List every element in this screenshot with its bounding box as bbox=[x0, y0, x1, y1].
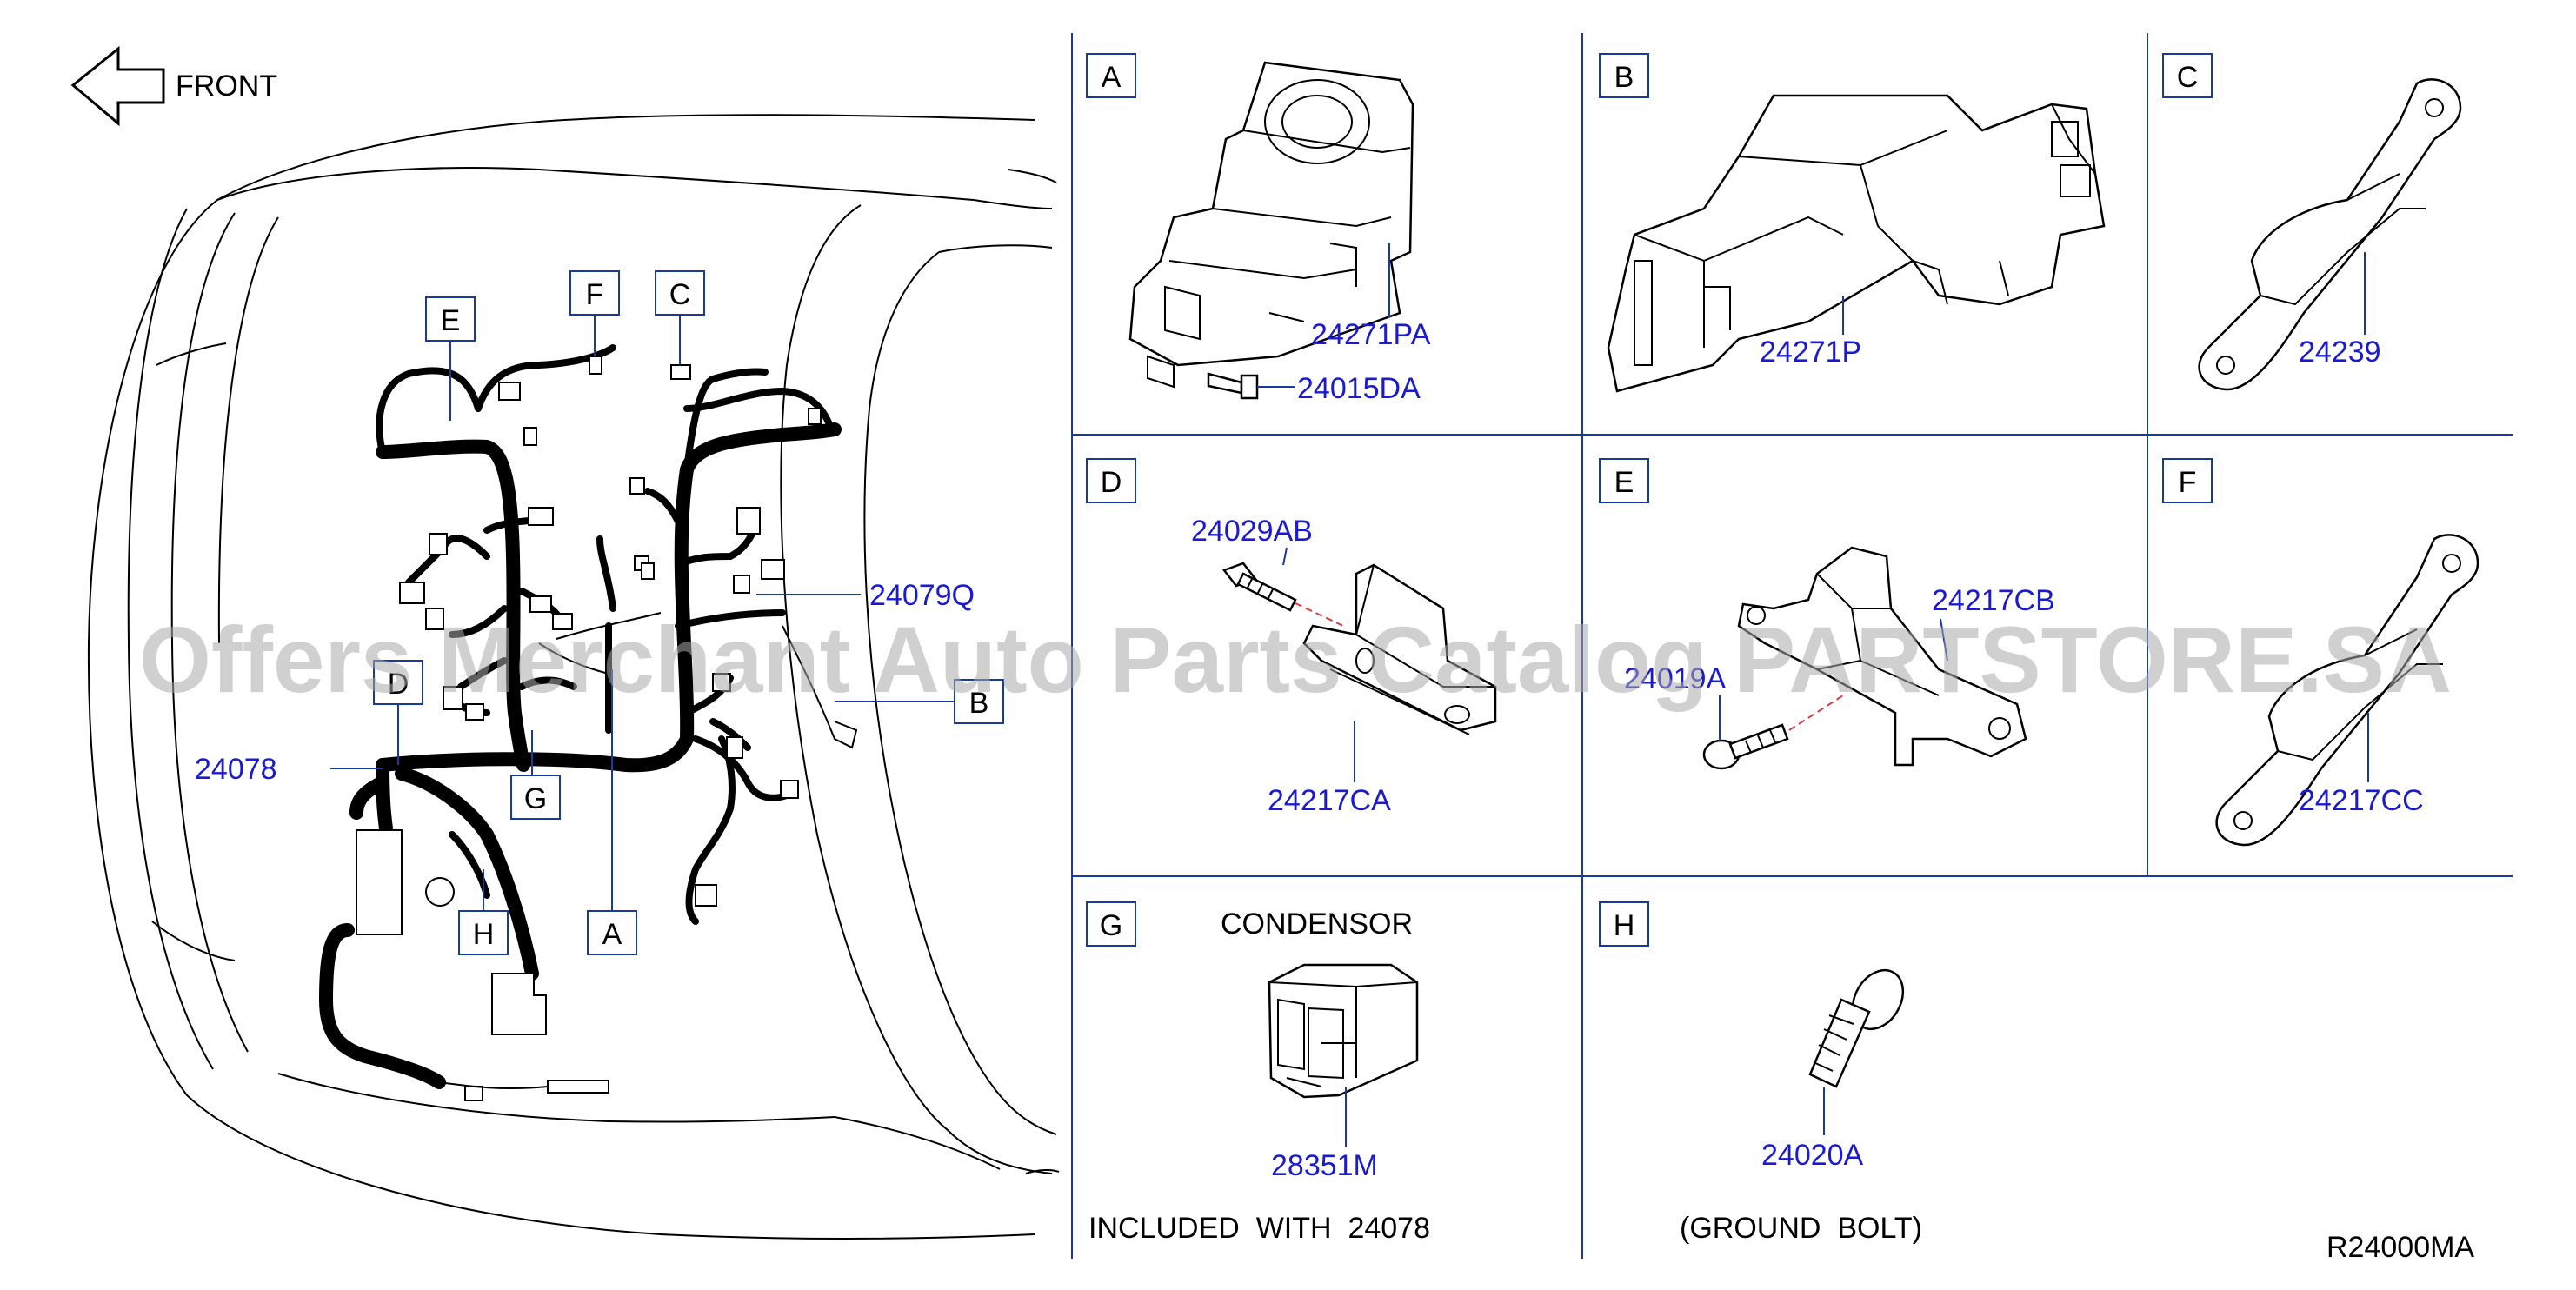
panel-f-letter: F bbox=[2179, 466, 2197, 499]
panel-f: F 24217CC bbox=[2162, 458, 2479, 847]
bracket-24271p-drawing bbox=[1607, 94, 2106, 393]
bolt-24029ab-drawing bbox=[1221, 562, 1344, 627]
callout-box-a bbox=[587, 910, 637, 955]
vehicle-outline bbox=[87, 114, 1060, 1240]
panel-g-letter: G bbox=[1100, 909, 1122, 942]
part-number-28351m: 28351M bbox=[1271, 1149, 1378, 1182]
part-number-24217ca: 24217CA bbox=[1268, 784, 1391, 817]
bracket-24217cc-drawing bbox=[2215, 534, 2479, 847]
panel-c-letter-box bbox=[2162, 53, 2213, 98]
callout-letter-f: F bbox=[586, 278, 604, 311]
watermark: Offers Merchant Auto Parts Catalog PARTS… bbox=[139, 607, 2452, 712]
callout-box-e bbox=[425, 296, 476, 342]
engine-harness-24078 bbox=[319, 344, 858, 1101]
panel-b: B 24271P bbox=[1599, 53, 2106, 393]
panel-g: G CONDENSOR 28351M INCLUDED WITH 24078 bbox=[1086, 901, 1430, 1245]
part-number-24217cc: 24217CC bbox=[2299, 784, 2424, 817]
panel-h-letter-box bbox=[1599, 901, 1649, 947]
panel-d-letter: D bbox=[1101, 466, 1122, 499]
panel-g-note: INCLUDED WITH 24078 bbox=[1088, 1212, 1430, 1245]
part-number-24271pa: 24271PA bbox=[1311, 318, 1431, 351]
part-number-24029ab: 24029AB bbox=[1191, 515, 1313, 548]
panel-g-letter-box bbox=[1086, 901, 1136, 947]
panel-g-title: CONDENSOR bbox=[1221, 908, 1413, 941]
panel-h-letter: H bbox=[1614, 909, 1635, 942]
panel-a: A 24271PA 24015DA bbox=[1086, 53, 1431, 405]
panel-h: H 24020A (GROUND BOLT) bbox=[1599, 901, 1922, 1245]
panel-b-letter-box bbox=[1599, 53, 1649, 98]
part-number-24271p: 24271P bbox=[1760, 336, 1861, 369]
diagram-code: R24000MA bbox=[2326, 1231, 2474, 1264]
relay-bracket-24271pa-drawing bbox=[1128, 61, 1414, 389]
part-number-24217cb: 24217CB bbox=[1932, 584, 2055, 617]
panel-e-letter-box bbox=[1599, 458, 1649, 503]
main-callouts: E F C D G H A B 24079Q 24078 bbox=[195, 270, 1004, 955]
panel-a-letter-box bbox=[1086, 53, 1136, 98]
ground-bolt-24020a-drawing bbox=[1808, 968, 1905, 1088]
panel-a-letter: A bbox=[1102, 61, 1122, 94]
front-arrow-icon bbox=[70, 45, 165, 127]
callout-box-d bbox=[373, 660, 423, 705]
part-number-24079q: 24079Q bbox=[869, 579, 975, 612]
callout-letter-c: C bbox=[669, 278, 691, 311]
callout-box-h bbox=[458, 910, 509, 955]
panel-f-letter-box bbox=[2162, 458, 2213, 503]
part-number-24015da: 24015DA bbox=[1297, 372, 1421, 405]
panel-e: E 24217CB 24019A bbox=[1599, 458, 2055, 770]
front-indicator: FRONT bbox=[70, 45, 277, 127]
callout-letter-d: D bbox=[388, 668, 409, 701]
part-number-24078: 24078 bbox=[195, 753, 277, 786]
panel-c: C 24239 bbox=[2162, 53, 2462, 391]
callout-letter-e: E bbox=[441, 304, 461, 337]
bolt-24015da-drawing bbox=[1207, 372, 1295, 400]
panel-c-letter: C bbox=[2177, 61, 2199, 94]
panel-b-letter: B bbox=[1614, 61, 1634, 94]
panel-grid bbox=[1071, 33, 2513, 1259]
callout-letter-b: B bbox=[969, 687, 989, 720]
panel-e-letter: E bbox=[1614, 466, 1634, 499]
callout-letter-a: A bbox=[602, 918, 622, 951]
bracket-24239-drawing bbox=[2198, 78, 2462, 391]
callout-letter-g: G bbox=[524, 782, 547, 815]
bracket-24217ca-drawing bbox=[1302, 563, 1497, 735]
callout-box-g bbox=[510, 775, 561, 820]
front-label: FRONT bbox=[176, 70, 277, 103]
part-number-24020a: 24020A bbox=[1761, 1139, 1864, 1172]
part-number-24019a: 24019A bbox=[1624, 662, 1727, 695]
bracket-24217cb-drawing bbox=[1737, 546, 2027, 767]
panel-d: D 24029AB 24217CA bbox=[1086, 458, 1497, 817]
panel-h-note: (GROUND BOLT) bbox=[1680, 1212, 1922, 1245]
callout-box-f bbox=[569, 270, 620, 316]
part-number-24239: 24239 bbox=[2299, 336, 2381, 369]
bolt-24019a-drawing bbox=[1702, 695, 1844, 770]
panel-d-letter-box bbox=[1086, 458, 1136, 503]
condensor-28351m-drawing bbox=[1268, 963, 1419, 1099]
callout-letter-h: H bbox=[473, 918, 495, 951]
